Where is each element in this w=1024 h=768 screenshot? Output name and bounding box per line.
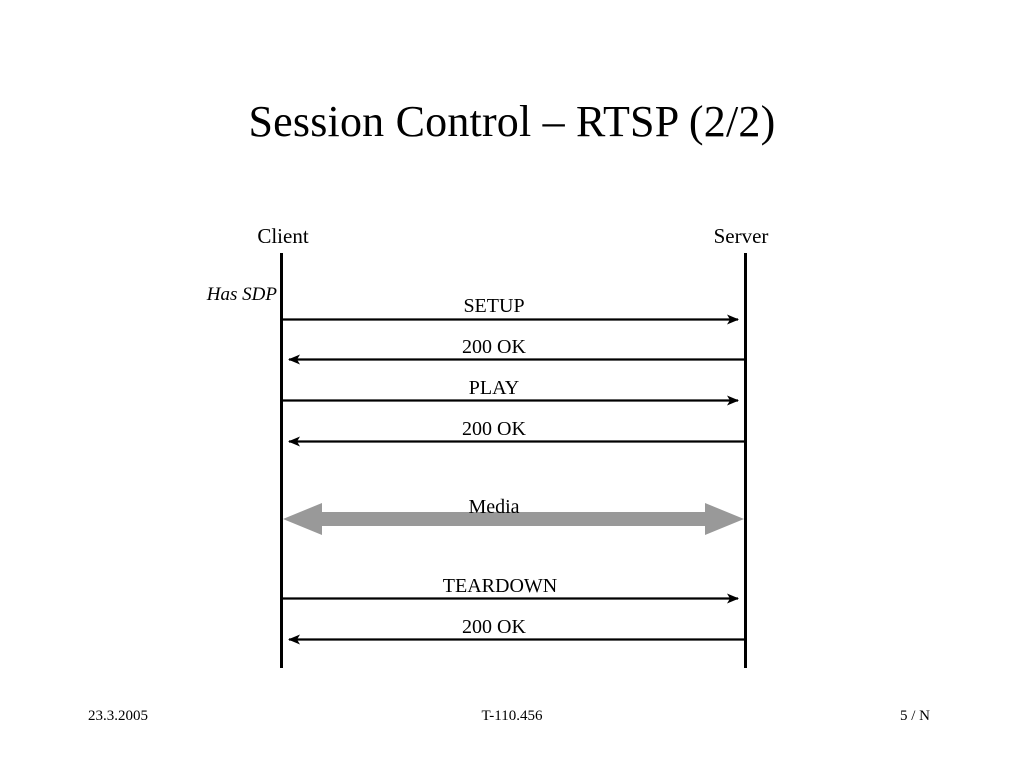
message-arrow-media (283, 503, 744, 535)
message-label-setup: SETUP (463, 295, 525, 317)
footer-course-code: T-110.456 (481, 708, 543, 724)
page-title: Session Control – RTSP (2/2) (248, 97, 776, 146)
message-label-media: Media (468, 496, 520, 518)
message-label-teardown: TEARDOWN (442, 575, 558, 597)
lifeline-label-server: Server (713, 224, 769, 248)
note-has-sdp: Has SDP (206, 284, 277, 305)
message-label-ok-teardown: 200 OK (462, 616, 526, 638)
footer-page-number: 5 / N (900, 708, 930, 724)
message-label-play: PLAY (468, 377, 520, 399)
lifeline-label-client: Client (257, 224, 309, 248)
message-label-ok-play: 200 OK (462, 418, 526, 440)
footer-date: 23.3.2005 (88, 708, 148, 724)
message-label-ok-setup: 200 OK (462, 336, 526, 358)
